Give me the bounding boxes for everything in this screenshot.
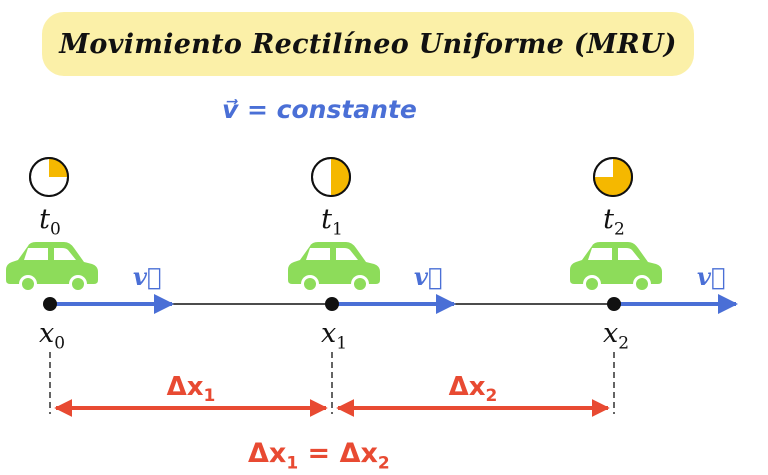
car-icon-1 [288, 242, 380, 293]
position-label-1: x1 [320, 318, 348, 354]
velocity-label-0: v⃗ [133, 262, 162, 291]
displacement-label-2: Δx2 [448, 372, 498, 407]
clock-icon-2 [593, 157, 633, 197]
velocity-label-1: v⃗ [414, 262, 443, 291]
car-icon-2 [570, 242, 662, 293]
velocity-equation: v⃗ = constante [222, 95, 417, 124]
title-banner: Movimiento Rectilíneo Uniforme (MRU) [42, 12, 694, 76]
position-dot-2 [607, 297, 621, 311]
title: Movimiento Rectilíneo Uniforme (MRU) [59, 28, 677, 60]
car-icon-0 [6, 242, 98, 293]
position-dot-0 [43, 297, 57, 311]
displacement-equality: Δx1 = Δx2 [248, 438, 390, 474]
time-label-2: t2 [603, 204, 625, 240]
position-label-0: x0 [38, 318, 66, 354]
clock-icon-1 [311, 157, 351, 197]
velocity-label-2: v⃗ [697, 262, 726, 291]
position-dot-1 [325, 297, 339, 311]
displacement-label-1: Δx1 [166, 372, 216, 407]
position-label-2: x2 [602, 318, 630, 354]
time-label-0: t0 [39, 204, 61, 240]
time-label-1: t1 [321, 204, 343, 240]
clock-icon-0 [29, 157, 69, 197]
